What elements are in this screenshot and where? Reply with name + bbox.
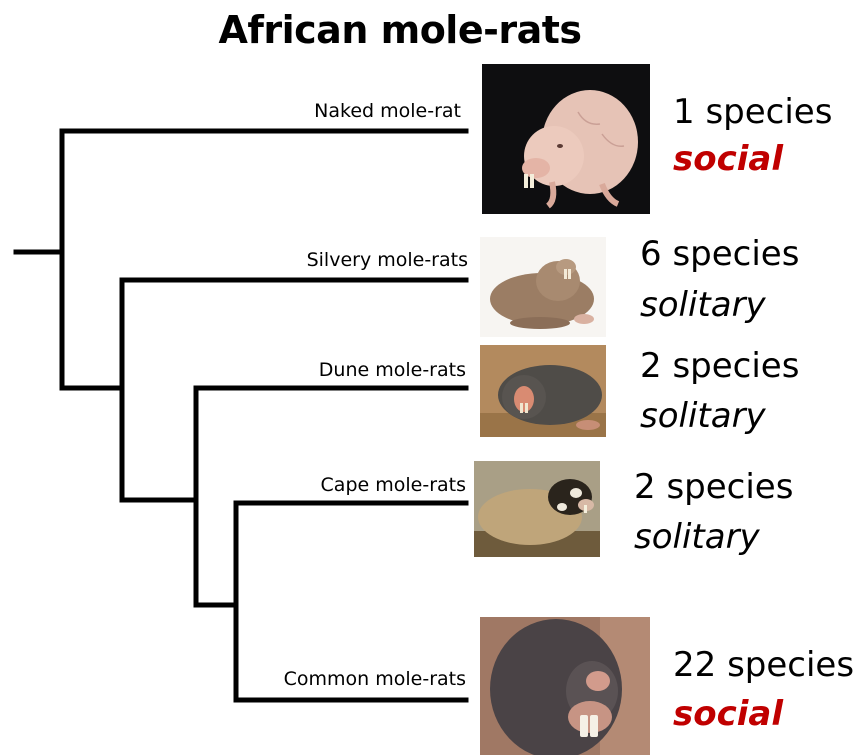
behavior-naked: social — [673, 142, 783, 176]
behavior-dune: solitary — [640, 399, 766, 433]
common-mole-rat-photo — [480, 617, 650, 755]
behavior-cape: solitary — [634, 520, 760, 554]
leaf-label-cape: Cape mole-rats — [321, 474, 466, 496]
species-count-silvery: 6 species — [640, 237, 799, 271]
species-count-dune: 2 species — [640, 349, 799, 383]
silvery-mole-rat-photo — [480, 237, 606, 337]
behavior-common: social — [673, 697, 783, 731]
species-count-naked: 1 species — [673, 95, 832, 129]
dune-mole-rat-photo — [480, 345, 606, 437]
behavior-silvery: solitary — [640, 288, 766, 322]
leaf-label-common: Common mole-rats — [284, 668, 466, 690]
leaf-label-naked: Naked mole-rat — [314, 100, 461, 122]
species-count-cape: 2 species — [634, 470, 793, 504]
species-count-common: 22 species — [673, 648, 854, 682]
naked-mole-rat-photo — [482, 64, 650, 214]
leaf-label-dune: Dune mole-rats — [319, 359, 466, 381]
cape-mole-rat-photo — [474, 461, 600, 557]
leaf-label-silvery: Silvery mole-rats — [307, 249, 468, 271]
